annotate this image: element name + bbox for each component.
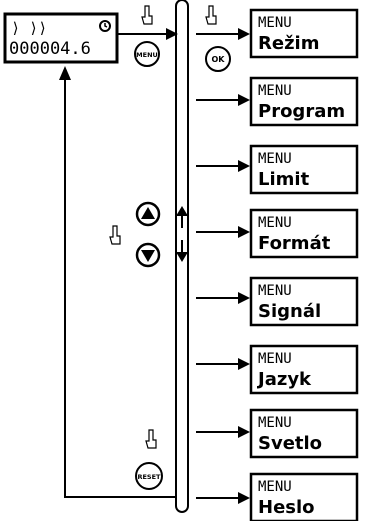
menu-button-label: MENU [136,51,158,59]
menu-item-box [249,144,359,195]
menu-item-label: Signál [258,301,321,322]
down-button[interactable] [135,242,161,268]
menu-item-arrowhead [238,358,250,370]
menu-item-header: MENU [258,283,292,299]
menu-item-header: MENU [258,415,292,431]
menu-item-arrowhead [238,492,250,504]
menu-item: MENU Jazyk [196,344,359,395]
menu-item-label: Svetlo [258,433,322,454]
menu-item: MENU Heslo [196,472,359,523]
menu-item-box [249,76,359,127]
ok-button[interactable]: OK [205,46,231,72]
menu-item-box [249,408,359,459]
menu-item-box [249,344,359,395]
menu-item-label: Jazyk [256,369,312,390]
menu-item-header: MENU [258,15,292,31]
menu-item: MENU Program [196,76,359,127]
menu-item-header: MENU [258,479,292,495]
menu-item-label: Formát [258,233,331,254]
display-to-rail-arrowhead [166,28,178,40]
menu-item-arrowhead [238,226,250,238]
menu-item-label: Heslo [258,497,315,518]
menu-item: MENU Signál [196,276,359,327]
hand-icon [141,5,153,25]
ok-button-label: OK [212,55,226,64]
menu-item-label: Program [258,101,345,122]
reset-button-label: RESET [137,473,161,481]
up-button[interactable] [135,201,161,227]
hand-icon [205,5,217,25]
reset-return-line [64,76,176,498]
clock-icon [99,20,111,32]
hand-icon [145,429,157,449]
menu-item: MENU Formát [196,208,359,259]
menu-item-label: Režim [258,33,319,54]
menu-item-label: Limit [258,169,310,190]
lcd-value: 000004.6 [9,39,91,59]
menu-item-arrowhead [238,160,250,172]
menu-item: MENU Režim [196,8,359,59]
menu-item: MENU Svetlo [196,408,359,459]
menu-item-header: MENU [258,83,292,99]
rail-scroll-arrows [176,206,188,262]
menu-button[interactable]: MENU [134,41,160,67]
reset-button[interactable]: RESET [135,462,163,490]
menu-item-header: MENU [258,215,292,231]
lcd-display: ⟩ ⟩⟩ 000004.6 [3,12,119,64]
hand-icon [109,225,121,245]
reset-return-arrowhead [59,66,71,80]
menu-item-list: MENURežimMENUProgramMENULimitMENUFormátM… [196,8,359,523]
menu-item-arrowhead [238,426,250,438]
lcd-mode-symbol: ⟩ ⟩⟩ [11,19,47,37]
menu-item-arrowhead [238,94,250,106]
down-arrow-icon [141,250,155,262]
up-arrow-icon [141,207,155,219]
menu-item-header: MENU [258,351,292,367]
menu-item-box [249,276,359,327]
menu-item-arrowhead [238,292,250,304]
menu-item: MENU Limit [196,144,359,195]
menu-item-box [249,208,359,259]
menu-item-box [249,8,359,59]
menu-item-header: MENU [258,151,292,167]
menu-item-arrowhead [238,28,250,40]
